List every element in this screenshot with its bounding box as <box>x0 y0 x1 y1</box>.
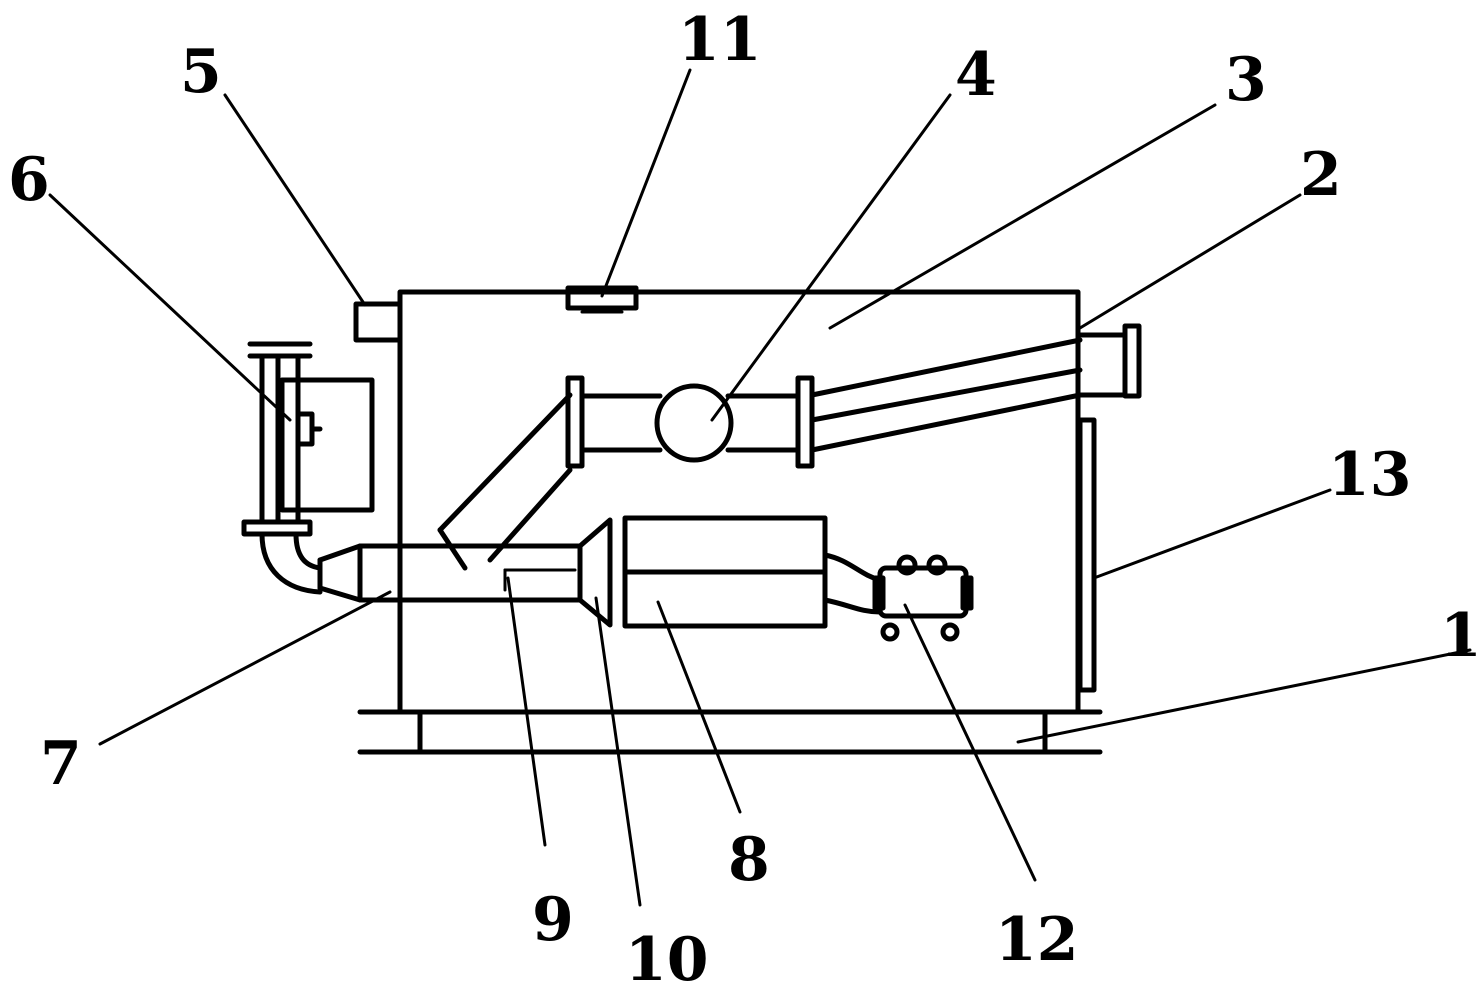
side-door <box>1077 417 1097 693</box>
vent-stub <box>353 301 403 343</box>
pump-pipe <box>822 552 883 615</box>
label-inlet-pipe: 7 <box>40 729 82 799</box>
label-top-port: 11 <box>678 5 762 75</box>
reducer <box>577 517 613 628</box>
pump <box>872 554 974 642</box>
filter <box>622 515 828 629</box>
label-inner-pipe: 9 <box>532 885 574 955</box>
label-flow-meter: 6 <box>8 145 50 215</box>
upper-pipe <box>565 375 815 469</box>
label-reducer: 10 <box>625 925 709 992</box>
label-valve: 4 <box>955 40 997 110</box>
label-tank: 3 <box>1225 45 1267 115</box>
riser-pipe <box>437 392 573 571</box>
valve <box>654 383 734 463</box>
label-pump: 12 <box>995 905 1079 975</box>
callout-labels: 1 2 3 4 5 6 7 8 9 10 11 12 13 <box>8 5 1477 992</box>
label-side-door: 13 <box>1328 440 1412 510</box>
label-outlet-pipe: 2 <box>1300 140 1342 210</box>
outlet-pipe <box>809 323 1142 453</box>
leader-lines <box>48 68 1472 907</box>
tank-body <box>397 289 1081 715</box>
inlet-pipe <box>317 543 583 603</box>
label-vent: 5 <box>180 37 222 107</box>
top-port <box>565 285 639 314</box>
label-base: 1 <box>1440 601 1477 671</box>
label-filter: 8 <box>728 825 770 895</box>
inlet-elbow <box>259 531 323 595</box>
base-frame <box>357 709 1103 755</box>
flow-meter <box>241 341 375 537</box>
